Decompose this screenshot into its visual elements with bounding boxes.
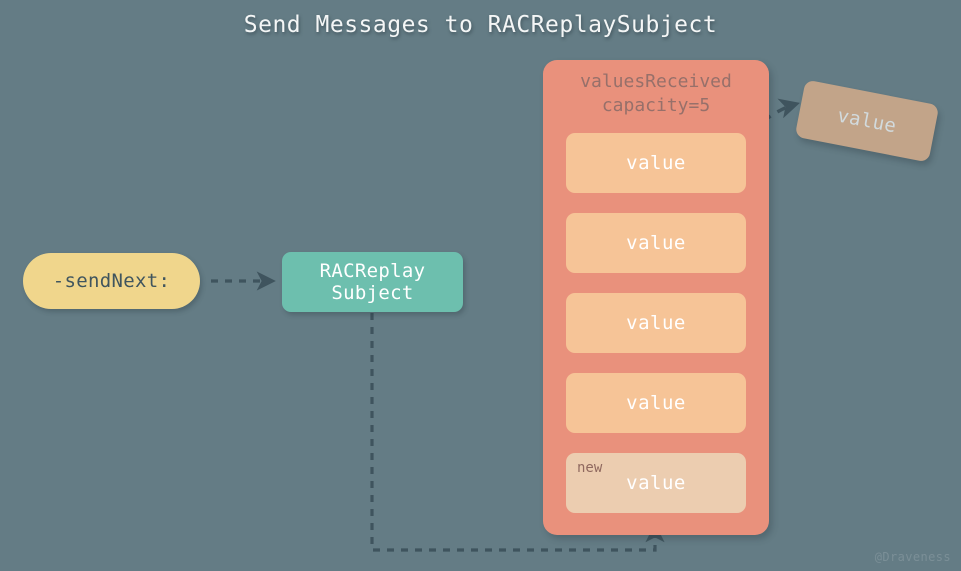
value-slot[interactable]: value bbox=[566, 213, 746, 273]
container-caption: valuesReceived capacity=5 bbox=[543, 70, 769, 118]
value-slot-label: value bbox=[626, 312, 686, 334]
value-slot-label: value bbox=[626, 392, 686, 414]
send-next-node[interactable]: -sendNext: bbox=[23, 253, 200, 309]
value-slot[interactable]: value bbox=[566, 373, 746, 433]
values-received-container: valuesReceived capacity=5 value value va… bbox=[543, 60, 769, 535]
container-name: valuesReceived bbox=[580, 71, 732, 92]
value-slot-new[interactable]: new value bbox=[566, 453, 746, 513]
ejected-value-label: value bbox=[835, 104, 899, 138]
ejected-value-node[interactable]: value bbox=[794, 79, 940, 163]
value-slot[interactable]: value bbox=[566, 293, 746, 353]
value-slot-label: value bbox=[626, 472, 686, 494]
value-slot-label: value bbox=[626, 232, 686, 254]
send-next-label: -sendNext: bbox=[52, 270, 171, 292]
new-tag-label: new bbox=[577, 460, 603, 476]
subject-label-line2: Subject bbox=[331, 282, 414, 304]
rac-replay-subject-node[interactable]: RACReplay Subject bbox=[282, 252, 463, 312]
watermark: @Draveness bbox=[874, 550, 951, 564]
value-slot[interactable]: value bbox=[566, 133, 746, 193]
page-title: Send Messages to RACReplaySubject bbox=[243, 12, 718, 38]
subject-label-line1: RACReplay bbox=[319, 259, 426, 282]
value-slot-label: value bbox=[626, 152, 686, 174]
container-capacity: capacity=5 bbox=[601, 94, 711, 116]
